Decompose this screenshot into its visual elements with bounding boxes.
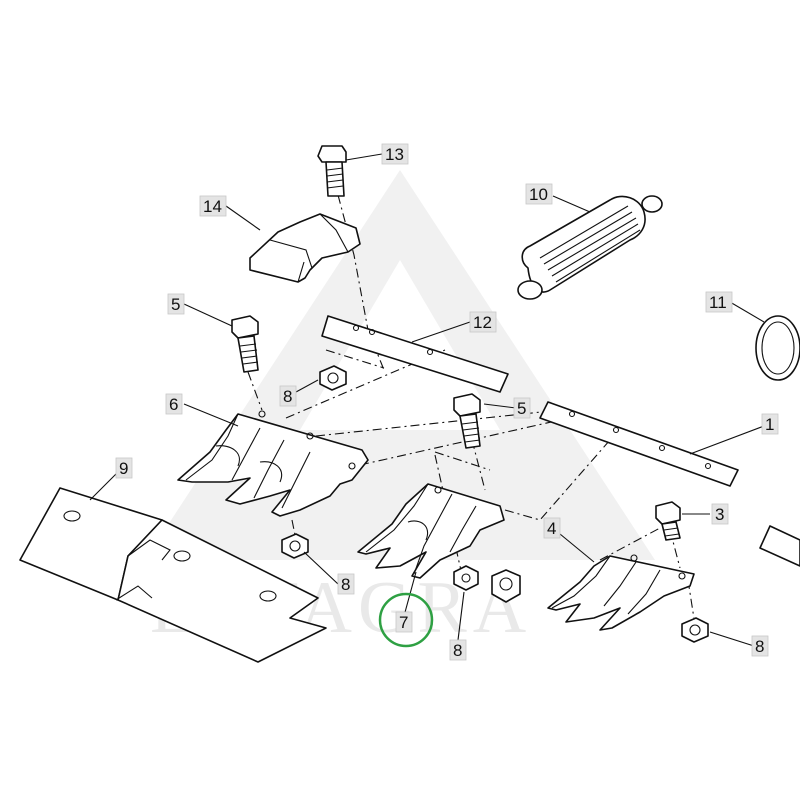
part-plate-14 (249, 213, 361, 283)
callout-8-c-label: 8 (453, 641, 462, 660)
callout-12-label: 12 (473, 313, 492, 332)
callout-10-label: 10 (529, 185, 548, 204)
part-guard-4 (547, 554, 695, 631)
part-strip-1 (539, 401, 739, 487)
part-guard-6 (177, 410, 369, 517)
callout-6: 6 (165, 393, 183, 415)
callout-8-c: 8 (449, 639, 467, 661)
callout-8-a-label: 8 (283, 387, 292, 406)
part-bolt-5-left (231, 315, 259, 373)
callout-4-label: 4 (547, 519, 556, 538)
callout-8-b-label: 8 (341, 575, 350, 594)
callout-8-b: 8 (337, 573, 355, 595)
callout-5-left-label: 5 (171, 295, 180, 314)
part-strip-12 (321, 315, 509, 393)
part-spring-10 (517, 195, 663, 300)
callout-10: 10 (525, 183, 553, 205)
part-nut-8-b (281, 533, 309, 559)
callout-6-label: 6 (169, 395, 178, 414)
callout-9-label: 9 (119, 459, 128, 478)
callout-5-left: 5 (167, 293, 185, 315)
part-nut-8-d (491, 569, 521, 603)
part-knife-9 (19, 487, 327, 663)
part-nut-8-a (319, 365, 347, 391)
callout-7-label: 7 (399, 613, 408, 632)
callout-1-label: 1 (765, 415, 774, 434)
callout-5-middle: 5 (513, 397, 531, 419)
callout-9: 9 (115, 457, 133, 479)
callout-13-label: 13 (385, 145, 404, 164)
part-bolt-13 (317, 145, 347, 197)
part-guard-7 (357, 483, 505, 579)
callout-14-label: 14 (203, 197, 222, 216)
callout-5-middle-label: 5 (517, 399, 526, 418)
callout-7: 7 (395, 611, 413, 633)
callout-14: 14 (199, 195, 227, 217)
callout-8-d: 8 (751, 635, 769, 657)
part-ring-11 (755, 315, 800, 381)
callout-12: 12 (469, 311, 497, 333)
part-nut-8-e (681, 617, 709, 643)
callout-3: 3 (711, 503, 729, 525)
part-edge-fragment (759, 525, 800, 567)
highlight-ring (378, 592, 434, 648)
callout-8-d-label: 8 (755, 637, 764, 656)
callout-4: 4 (543, 517, 561, 539)
callout-11: 11 (705, 291, 733, 313)
part-bolt-3 (655, 501, 681, 541)
callout-1: 1 (761, 413, 779, 435)
callout-13: 13 (381, 143, 409, 165)
callout-3-label: 3 (715, 505, 724, 524)
part-bolt-5-middle (453, 393, 481, 449)
callout-11-label: 11 (709, 293, 727, 312)
leader-lines (89, 153, 765, 647)
callout-8-a: 8 (279, 385, 297, 407)
part-nut-8-c (453, 565, 479, 591)
